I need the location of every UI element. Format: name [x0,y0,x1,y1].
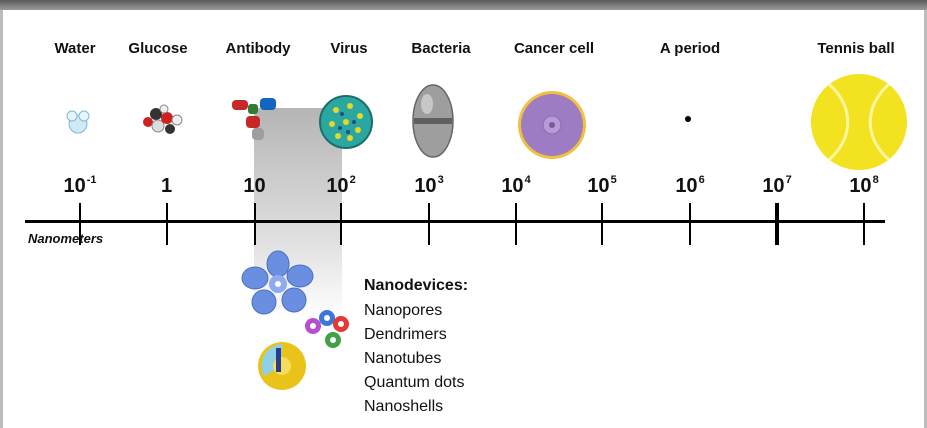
glucose-molecule-icon [140,104,186,138]
label-tennis-ball: Tennis ball [817,40,894,57]
tick-label-10: 10 [243,174,266,198]
tick-mark [689,203,691,245]
label-glucose: Glucose [128,40,187,57]
tick-label-10-8: 108 [849,174,878,198]
label-a-period: A period [660,40,720,57]
virus-icon [318,94,374,150]
tick-mark [775,203,779,245]
label-cancer-cell: Cancer cell [514,40,594,57]
nanodevice-item: Nanopores [364,302,442,320]
tick-label-1: 1 [161,174,173,198]
tick-label-10-4: 104 [501,174,530,198]
label-antibody: Antibody [226,40,291,57]
tick-mark [515,203,517,245]
tick-mark [340,203,342,245]
tick-mark [863,203,865,245]
top-border [0,0,927,10]
tick-label-10-7: 107 [762,174,791,198]
tick-mark [601,203,603,245]
cancer-cell-icon [515,88,589,162]
tick-mark [254,203,256,245]
nanodevice-item: Dendrimers [364,326,447,344]
label-water: Water [54,40,95,57]
scale-axis-line [25,220,885,223]
period-dot-icon [683,114,693,124]
label-virus: Virus [330,40,367,57]
left-border [0,10,3,428]
tick-label-10-3: 103 [414,174,443,198]
tick-label-10-6: 106 [675,174,704,198]
axis-unit-label: Nanometers [28,231,103,246]
tick-mark [428,203,430,245]
tennis-ball-icon [809,72,909,172]
label-bacteria: Bacteria [411,40,470,57]
tick-label-10-5: 105 [587,174,616,198]
antibody-icon [228,96,284,144]
water-molecule-icon [62,106,94,138]
tick-label-10-neg1: 10-1 [63,174,96,198]
tick-label-10-2: 102 [326,174,355,198]
nanodevices-heading: Nanodevices: [364,277,468,295]
nanodevice-item: Nanotubes [364,350,441,368]
dendrimer-cluster-icon [303,308,355,352]
nanodevice-item: Quantum dots [364,374,465,392]
tick-mark [166,203,168,245]
nanodevice-item: Nanoshells [364,398,443,416]
nanoshell-sphere-icon [256,340,308,392]
bacteria-icon [410,82,456,160]
